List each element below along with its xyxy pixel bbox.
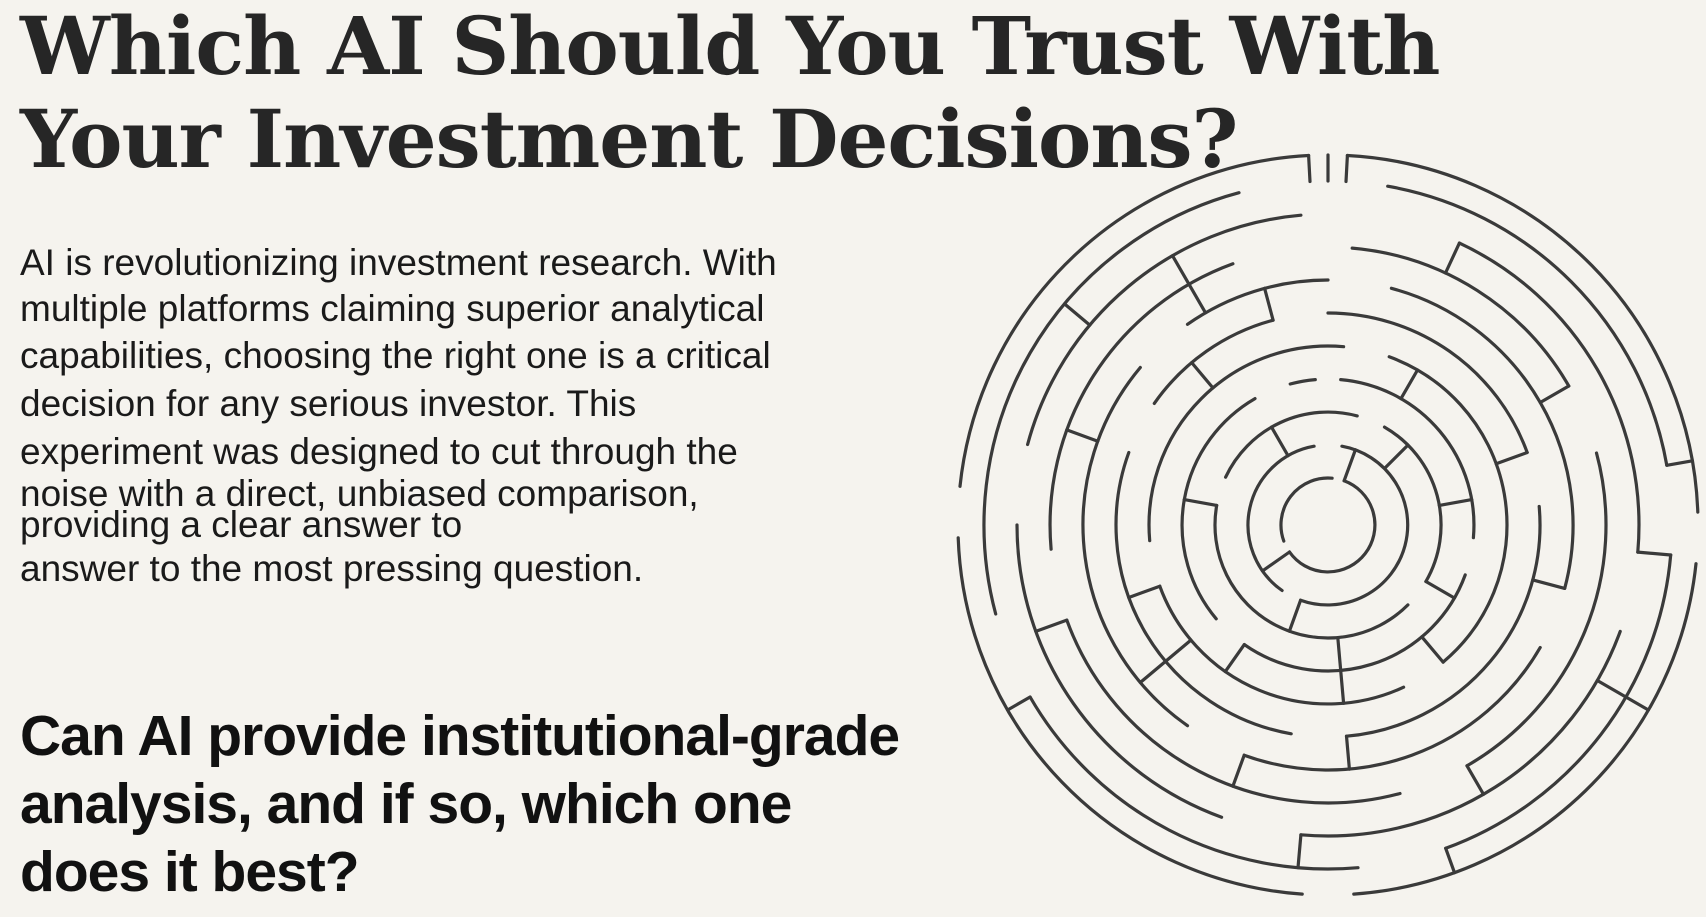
page-title: Which AI Should You Trust With Your Inve… — [20, 0, 1440, 186]
intro-line: noise with a direct, unbiased comparison… — [20, 473, 699, 514]
key-question-heading: Can AI provide institutional-grade analy… — [20, 704, 900, 904]
maze-icon — [956, 153, 1700, 896]
intro-line: decision for any serious investor. This — [20, 383, 637, 424]
intro-line: providing a clear answer to — [20, 504, 463, 545]
intro-line: AI is revolutionizing investment researc… — [20, 242, 777, 283]
intro-line: multiple platforms claiming superior ana… — [20, 288, 765, 329]
intro-line: experiment was designed to cut through t… — [20, 431, 738, 472]
maze-illustration — [950, 140, 1706, 917]
intro-line: answer to the most pressing question. — [20, 548, 644, 589]
intro-line: capabilities, choosing the right one is … — [20, 335, 771, 376]
